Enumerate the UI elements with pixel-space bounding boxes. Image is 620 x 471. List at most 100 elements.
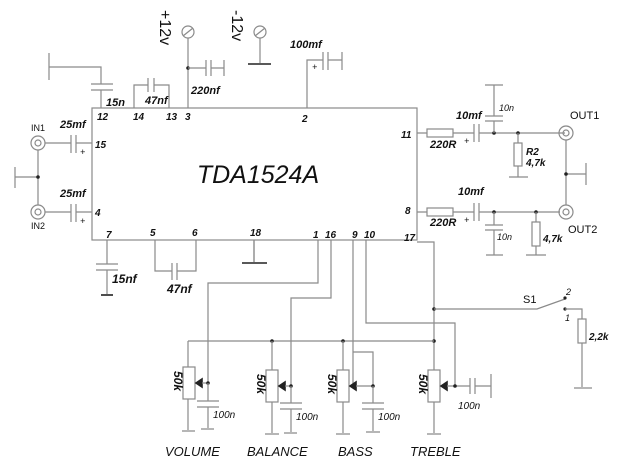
wire-pin16-balance	[290, 240, 332, 385]
label-supply-positive: +12v	[156, 10, 173, 45]
wire-pot-tops	[271, 341, 344, 370]
pin-label-2: 2	[301, 114, 308, 125]
pin-label-15: 15	[95, 140, 107, 151]
plus-sign: +	[80, 216, 85, 226]
potentiometer-bass[interactable]	[336, 369, 373, 435]
pin-label-6: 6	[192, 228, 198, 239]
wire-pin1-volume	[207, 240, 319, 383]
label-r-out1: 220R	[429, 139, 456, 151]
pin-label-5: 5	[150, 228, 156, 239]
capacitor-15nf-pin7	[96, 240, 118, 296]
label-balance: BALANCE	[247, 444, 308, 459]
capacitor-100mf-pin2	[306, 52, 343, 108]
wire-bass-wiper	[353, 351, 374, 386]
capacitor-220nf	[188, 60, 225, 76]
resistor-4k7-out2	[526, 212, 546, 256]
capacitor-100n-bass	[362, 386, 384, 433]
pin-label-16: 16	[325, 230, 337, 241]
ic-name: TDA1524A	[197, 161, 319, 189]
label-r-out2-load: 4,7k	[542, 234, 563, 245]
capacitor-100n-volume	[197, 383, 219, 430]
label-c-pin7: 15nf	[112, 272, 138, 286]
label-c-pin14-13: 47nf	[144, 95, 169, 107]
plus-sign: +	[312, 62, 317, 72]
pin-label-14: 14	[133, 112, 145, 123]
label-cap-balance: 100n	[296, 412, 319, 423]
label-pot-treble: 50k	[416, 374, 430, 395]
wire-pin10-treble	[365, 240, 456, 387]
plus-sign: +	[464, 215, 469, 225]
potentiometer-treble[interactable]	[427, 369, 470, 435]
pin-label-13: 13	[166, 112, 178, 123]
pin-label-7: 7	[106, 230, 112, 241]
label-r-out2: 220R	[429, 217, 456, 229]
label-switch-pos1: 1	[565, 313, 570, 323]
pin-label-11: 11	[401, 130, 412, 141]
label-pot-balance: 50k	[254, 374, 268, 395]
pin-label-8: 8	[405, 206, 411, 217]
resistor-220r-out1	[417, 128, 470, 138]
capacitor-15n-pin12	[48, 53, 113, 108]
pin-label-1: 1	[313, 230, 319, 241]
label-treble: TREBLE	[410, 444, 461, 459]
label-pot-bass: 50k	[325, 374, 339, 395]
junction	[453, 384, 457, 388]
resistor-2k2	[565, 308, 592, 389]
label-c-out1-gnd: 10n	[499, 103, 514, 113]
supply-terminal-positive	[181, 25, 195, 39]
wire-pin17	[417, 241, 435, 395]
supply-terminal-negative	[248, 25, 271, 65]
label-c-out2-gnd: 10n	[497, 232, 512, 242]
connector-in2[interactable]	[30, 204, 46, 220]
label-switch-pos2: 2	[565, 287, 571, 297]
junction	[564, 172, 568, 176]
label-pot-volume: 50k	[171, 371, 185, 392]
pin-label-3: 3	[185, 112, 191, 123]
pin-label-12: 12	[97, 112, 109, 123]
capacitor-25mf-in1	[45, 135, 92, 153]
label-switch: S1	[523, 294, 536, 306]
potentiometer-volume[interactable]	[182, 366, 208, 432]
pin-label-9: 9	[352, 230, 358, 241]
label-c-pin2: 100mf	[290, 39, 323, 51]
label-c-in2: 25mf	[59, 188, 87, 200]
capacitor-10mf-out1	[470, 124, 565, 142]
connector-in1[interactable]	[30, 135, 46, 151]
label-c-out2: 10mf	[458, 186, 485, 198]
pin-label-10: 10	[364, 230, 376, 241]
label-c-in1: 25mf	[59, 119, 87, 131]
label-out2: OUT2	[568, 224, 597, 236]
wire-input-ground	[14, 150, 39, 205]
pin-label-4: 4	[94, 208, 101, 219]
label-r-switch: 2,2k	[588, 332, 609, 343]
label-r2-value: 4,7k	[525, 158, 546, 169]
wire-output-ground	[565, 140, 587, 205]
capacitor-47nf-pins5-6	[154, 240, 197, 280]
label-c-pin3: 220nf	[190, 85, 221, 97]
switch-s1[interactable]	[434, 296, 567, 311]
label-out1: OUT1	[570, 110, 599, 122]
capacitor-10n-out2	[485, 212, 503, 256]
connector-out2[interactable]	[558, 204, 574, 220]
label-in2: IN2	[31, 221, 45, 231]
label-volume: VOLUME	[165, 444, 220, 459]
capacitor-25mf-in2	[45, 204, 92, 222]
label-c-pin12: 15n	[106, 97, 125, 109]
label-r2-name: R2	[526, 147, 539, 158]
potentiometer-balance[interactable]	[265, 369, 291, 435]
capacitor-100n-treble	[469, 374, 492, 398]
plus-sign: +	[80, 147, 85, 157]
capacitor-10mf-out2	[470, 203, 560, 221]
capacitor-100n-balance	[280, 386, 302, 434]
label-bass: BASS	[338, 444, 373, 459]
pin-label-18: 18	[250, 228, 262, 239]
capacitor-47nf-pins14-13	[133, 78, 170, 108]
pin-label-17: 17	[404, 233, 416, 244]
capacitor-10n-out1	[485, 84, 503, 133]
label-cap-bass: 100n	[378, 412, 401, 423]
label-c-out1: 10mf	[456, 110, 483, 122]
label-cap-treble: 100n	[458, 401, 481, 412]
junction	[36, 175, 40, 179]
resistor-r2	[509, 133, 528, 178]
